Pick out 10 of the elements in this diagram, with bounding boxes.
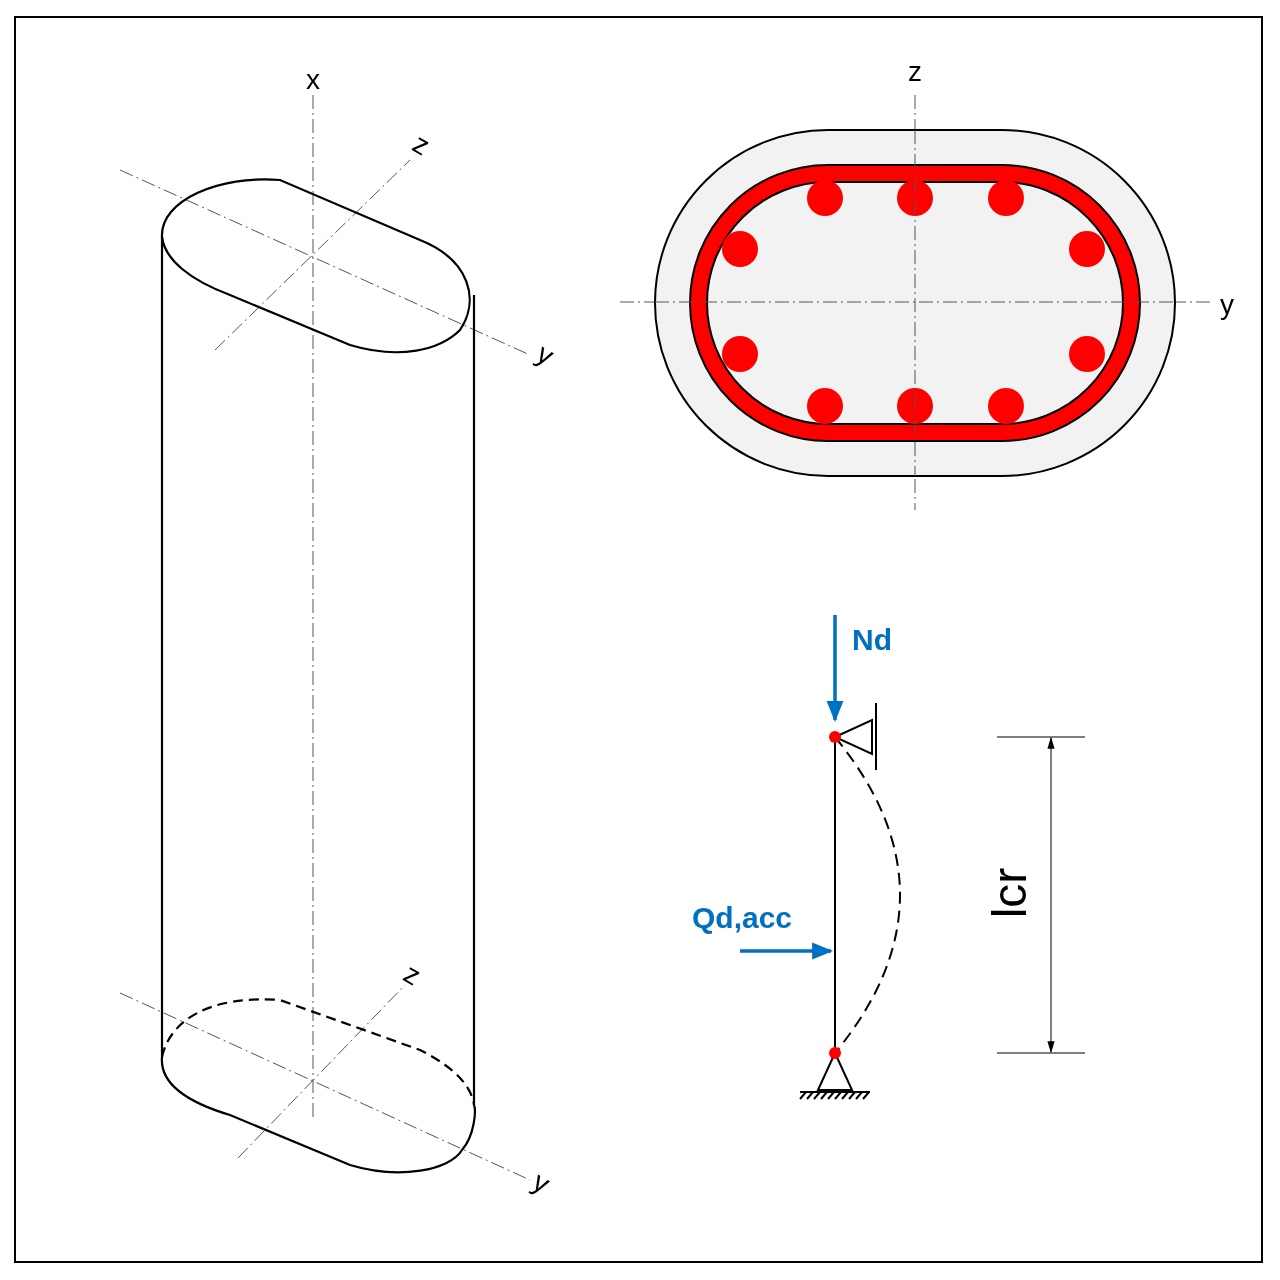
- axis-label: x: [306, 66, 320, 94]
- axis-label: z: [398, 959, 426, 991]
- force-label: Qd,acc: [691, 903, 793, 933]
- axis-label: y: [531, 339, 559, 371]
- axis-label: z: [407, 129, 435, 161]
- axis-label: z: [908, 58, 922, 86]
- force-label: Nd: [852, 625, 892, 655]
- axis-label: y: [527, 1167, 555, 1199]
- dimension-label: lcr: [986, 867, 1034, 919]
- axis-label: y: [1220, 291, 1234, 319]
